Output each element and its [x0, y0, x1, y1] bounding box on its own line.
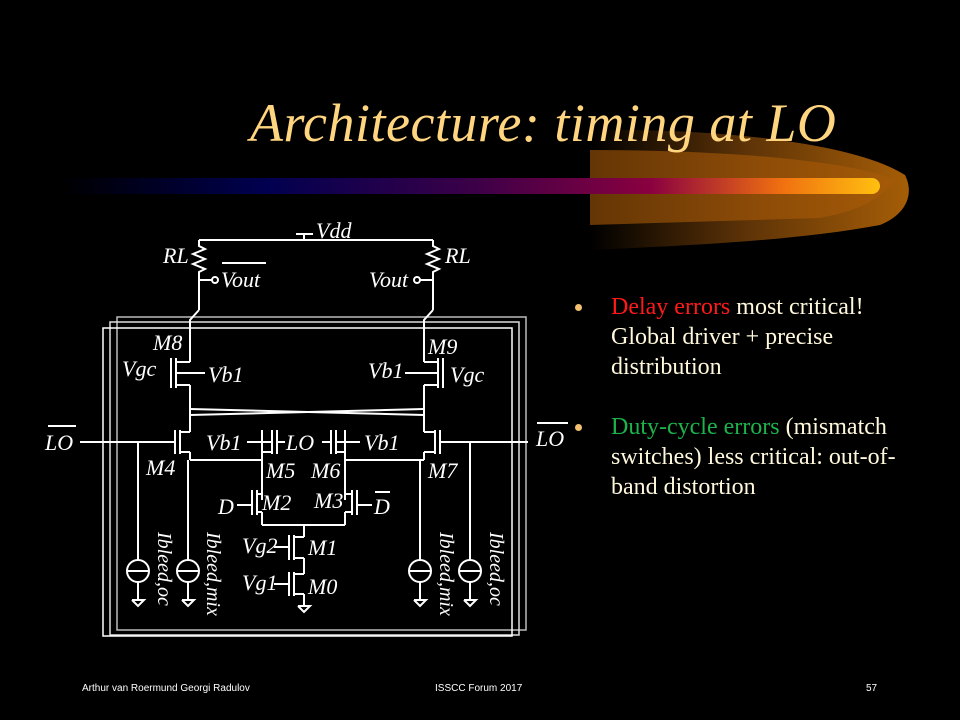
label-ibleed-mix-left: Ibleed,mix: [202, 531, 224, 616]
bullet-dot-icon: [575, 304, 582, 311]
bullet-text: (mismatch switches) less critical: out-o…: [611, 414, 896, 500]
bullet-item: Duty-cycle errors (mismatch switches) le…: [575, 412, 915, 502]
label-m4: M4: [145, 455, 175, 480]
footer-event: ISSCC Forum 2017: [435, 683, 523, 694]
label-m0: M0: [307, 574, 337, 599]
label-m3: M3: [313, 488, 343, 513]
label-d: D: [217, 494, 234, 519]
label-rl-left: RL: [162, 243, 189, 268]
footer-page-number: 57: [866, 683, 878, 694]
label-vg1: Vg1: [242, 570, 277, 595]
label-vb1-m8: Vb1: [208, 362, 243, 387]
label-lo-bar-right: LO: [535, 426, 564, 451]
label-vout: Vout: [369, 267, 409, 292]
label-vb1-m9: Vb1: [368, 358, 403, 383]
label-ibleed-oc-left: Ibleed,oc: [153, 531, 175, 606]
label-vgc-right: Vgc: [450, 362, 484, 387]
label-lo-bar-left: LO: [44, 430, 73, 455]
bullet-highlight: Delay errors: [611, 294, 731, 320]
label-ibleed-oc-right: Ibleed,oc: [485, 531, 507, 606]
label-rl-right: RL: [444, 243, 471, 268]
label-vb1-m4: Vb1: [206, 430, 241, 455]
slide-title: Architecture: timing at LO: [250, 93, 837, 153]
label-m6: M6: [310, 458, 340, 483]
footer-authors: Arthur van Roermund Georgi Radulov: [82, 683, 250, 694]
label-m8: M8: [152, 330, 182, 355]
label-d-bar: D: [373, 494, 390, 519]
label-m2: M2: [261, 490, 291, 515]
label-ibleed-mix-right: Ibleed,mix: [435, 531, 457, 616]
label-m5: M5: [265, 458, 295, 483]
bullet-text: most critical! Global driver + precise d…: [611, 294, 864, 380]
label-m1: M1: [307, 535, 337, 560]
label-vgc-left: Vgc: [122, 356, 156, 381]
bullet-list: Delay errors most critical! Global drive…: [575, 292, 915, 532]
bullet-highlight: Duty-cycle errors: [611, 414, 780, 440]
label-m7: M7: [427, 458, 458, 483]
bullet-dot-icon: [575, 424, 582, 431]
label-vb1-m7: Vb1: [364, 430, 399, 455]
label-vdd: Vdd: [316, 218, 352, 243]
label-m9: M9: [427, 334, 457, 359]
label-vout-bar: Vout: [221, 267, 261, 292]
label-lo-center: LO: [285, 430, 314, 455]
label-vg2: Vg2: [242, 533, 277, 558]
bullet-item: Delay errors most critical! Global drive…: [575, 292, 915, 382]
